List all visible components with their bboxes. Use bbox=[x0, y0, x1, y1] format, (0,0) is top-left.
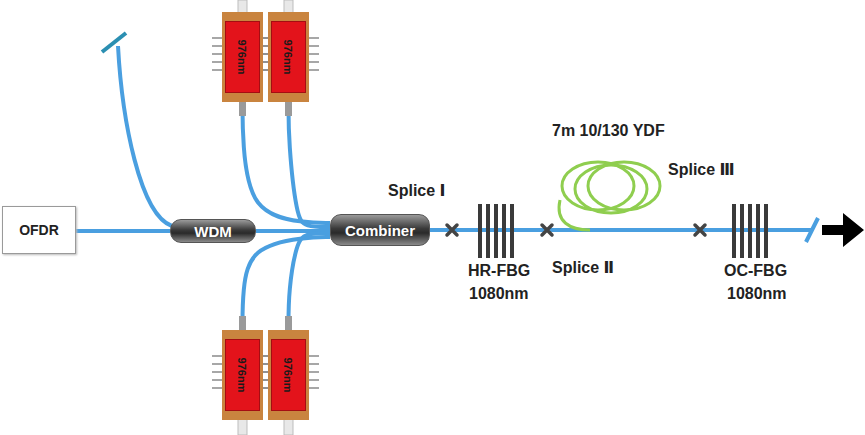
pump-combiner: Combiner bbox=[330, 214, 430, 246]
node-text: OFDR bbox=[19, 222, 59, 238]
fiber-connector bbox=[76, 229, 170, 233]
ydf-coil bbox=[559, 162, 660, 230]
pigtail bbox=[239, 101, 246, 116]
pigtail bbox=[285, 101, 292, 116]
fiber-label: 7m 10/130 YDF bbox=[552, 122, 665, 140]
pump-diode: 976nm bbox=[268, 330, 309, 420]
splice-label: Splice Ⅰ bbox=[388, 181, 446, 200]
fiber bbox=[118, 46, 172, 226]
fiber-connector bbox=[289, 233, 331, 330]
angled-cleave bbox=[806, 218, 818, 242]
grating-label: HR-FBG bbox=[468, 262, 530, 280]
splice-label: Splice Ⅱ bbox=[552, 258, 614, 277]
fiber-connector bbox=[289, 102, 331, 227]
wavelength-label: 1080nm bbox=[727, 285, 787, 303]
fiber-connector bbox=[243, 237, 331, 330]
mirror bbox=[102, 33, 126, 52]
pump-cable bbox=[284, 418, 293, 435]
splice-mark bbox=[447, 225, 705, 235]
wdm-coupler: WDM bbox=[170, 219, 256, 243]
splice-label: Splice Ⅲ bbox=[668, 160, 735, 179]
node-text: Combiner bbox=[345, 222, 415, 239]
fbg-grating bbox=[478, 204, 768, 258]
ofdr-box: OFDR bbox=[2, 206, 76, 254]
pigtail bbox=[239, 316, 246, 331]
pigtail bbox=[285, 316, 292, 331]
pump-diode: 976nm bbox=[222, 330, 263, 420]
grating-label: OC-FBG bbox=[724, 262, 787, 280]
pump-diode: 976nm bbox=[222, 12, 263, 102]
node-text: 976nm bbox=[282, 40, 294, 75]
node-text: WDM bbox=[194, 223, 232, 240]
node-text: 976nm bbox=[236, 40, 248, 75]
pump-diode: 976nm bbox=[268, 12, 309, 102]
fiber-connector bbox=[243, 102, 331, 223]
pump-cable bbox=[238, 418, 247, 435]
node-text: 976nm bbox=[236, 358, 248, 393]
node-text: 976nm bbox=[282, 358, 294, 393]
output-arrow bbox=[822, 213, 864, 247]
wavelength-label: 1080nm bbox=[469, 285, 529, 303]
